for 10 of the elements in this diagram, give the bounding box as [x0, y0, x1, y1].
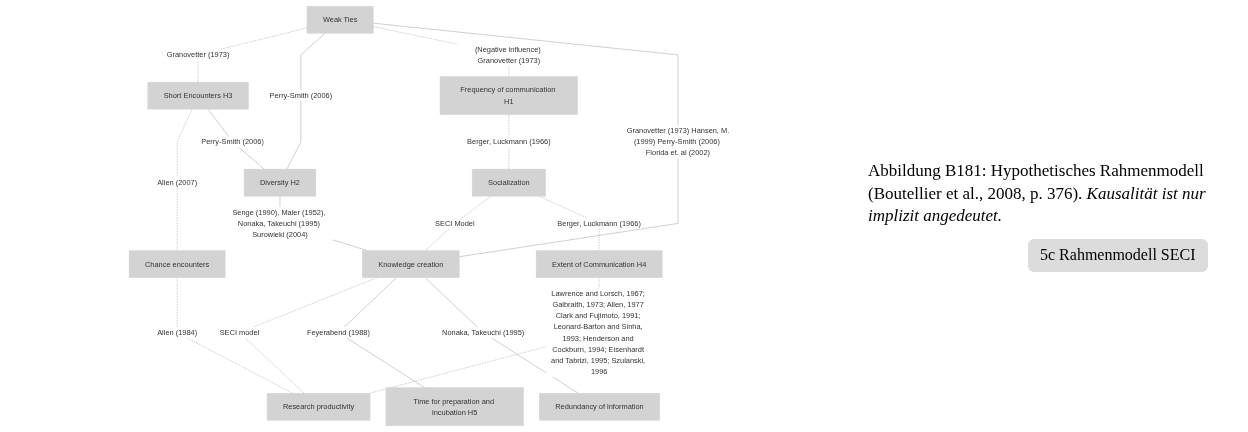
connector — [207, 108, 265, 170]
tag-label: 5c Rahmenmodell SECI — [1028, 238, 1208, 272]
connector — [176, 108, 193, 251]
figure-caption: Abbildung B181: Hypothetisches Rahmenmodell (Boutellier et al., 2008, p. 376). Kausalität ist nur implizit angedeutet. — [868, 160, 1207, 227]
connector — [176, 277, 294, 394]
connector — [369, 277, 600, 394]
connector — [424, 277, 579, 394]
connector — [425, 195, 492, 251]
connector — [197, 27, 308, 83]
connector — [286, 32, 326, 170]
